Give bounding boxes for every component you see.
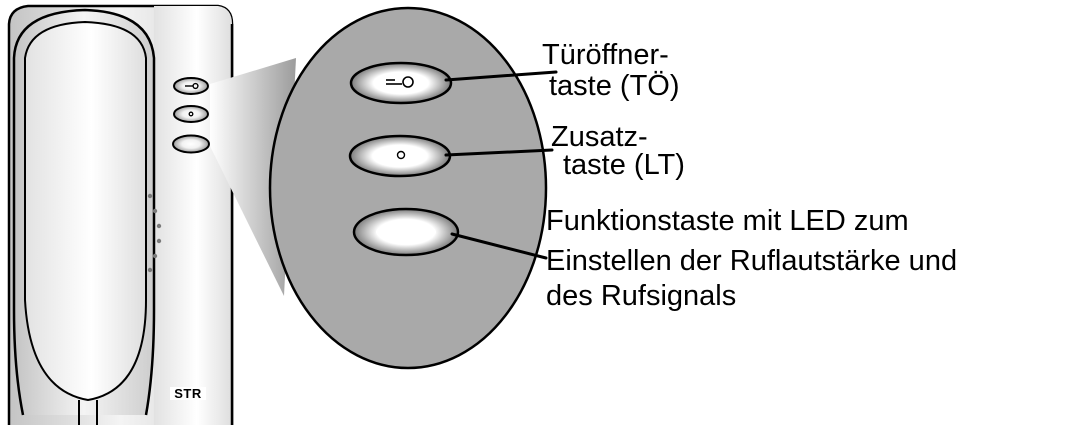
- enlarged-button-function[interactable]: [352, 207, 460, 257]
- leader-lines: [444, 70, 558, 260]
- handset: [12, 8, 156, 425]
- svg-text:STR: STR: [174, 386, 202, 401]
- dot-icon: [188, 111, 194, 117]
- device-button-additional[interactable]: [173, 105, 209, 123]
- enlarged-button-door-opener[interactable]: [349, 61, 453, 105]
- device-button-door-opener[interactable]: [173, 77, 209, 95]
- magnifier-circle: [268, 6, 548, 370]
- svg-text:Zusatz-: Zusatz-: [551, 121, 648, 153]
- dot-icon: [396, 150, 406, 160]
- key-icon: [386, 76, 414, 88]
- svg-text:Funktionstaste mit LED zum: Funktionstaste mit LED zum: [546, 205, 909, 237]
- label-door-opener: Türöffner- taste (TÖ): [542, 39, 680, 102]
- enlarged-button-additional[interactable]: [348, 134, 452, 178]
- svg-text:taste (TÖ): taste (TÖ): [549, 70, 680, 102]
- svg-text:des Rufsignals: des Rufsignals: [546, 280, 736, 312]
- key-icon: [185, 82, 199, 90]
- svg-text:Einstellen der Ruflautstärke u: Einstellen der Ruflautstärke und: [546, 245, 957, 277]
- led-icon: [376, 222, 436, 242]
- label-additional: Zusatz- taste (LT): [551, 121, 685, 181]
- svg-text:Türöffner-: Türöffner-: [542, 39, 669, 71]
- speaker-grille: [147, 193, 162, 273]
- label-function: Funktionstaste mit LED zum Einstellen de…: [546, 205, 957, 312]
- svg-text:taste (LT): taste (LT): [563, 149, 685, 181]
- device-button-function[interactable]: [172, 134, 210, 154]
- brand-logo: STR: [170, 386, 206, 401]
